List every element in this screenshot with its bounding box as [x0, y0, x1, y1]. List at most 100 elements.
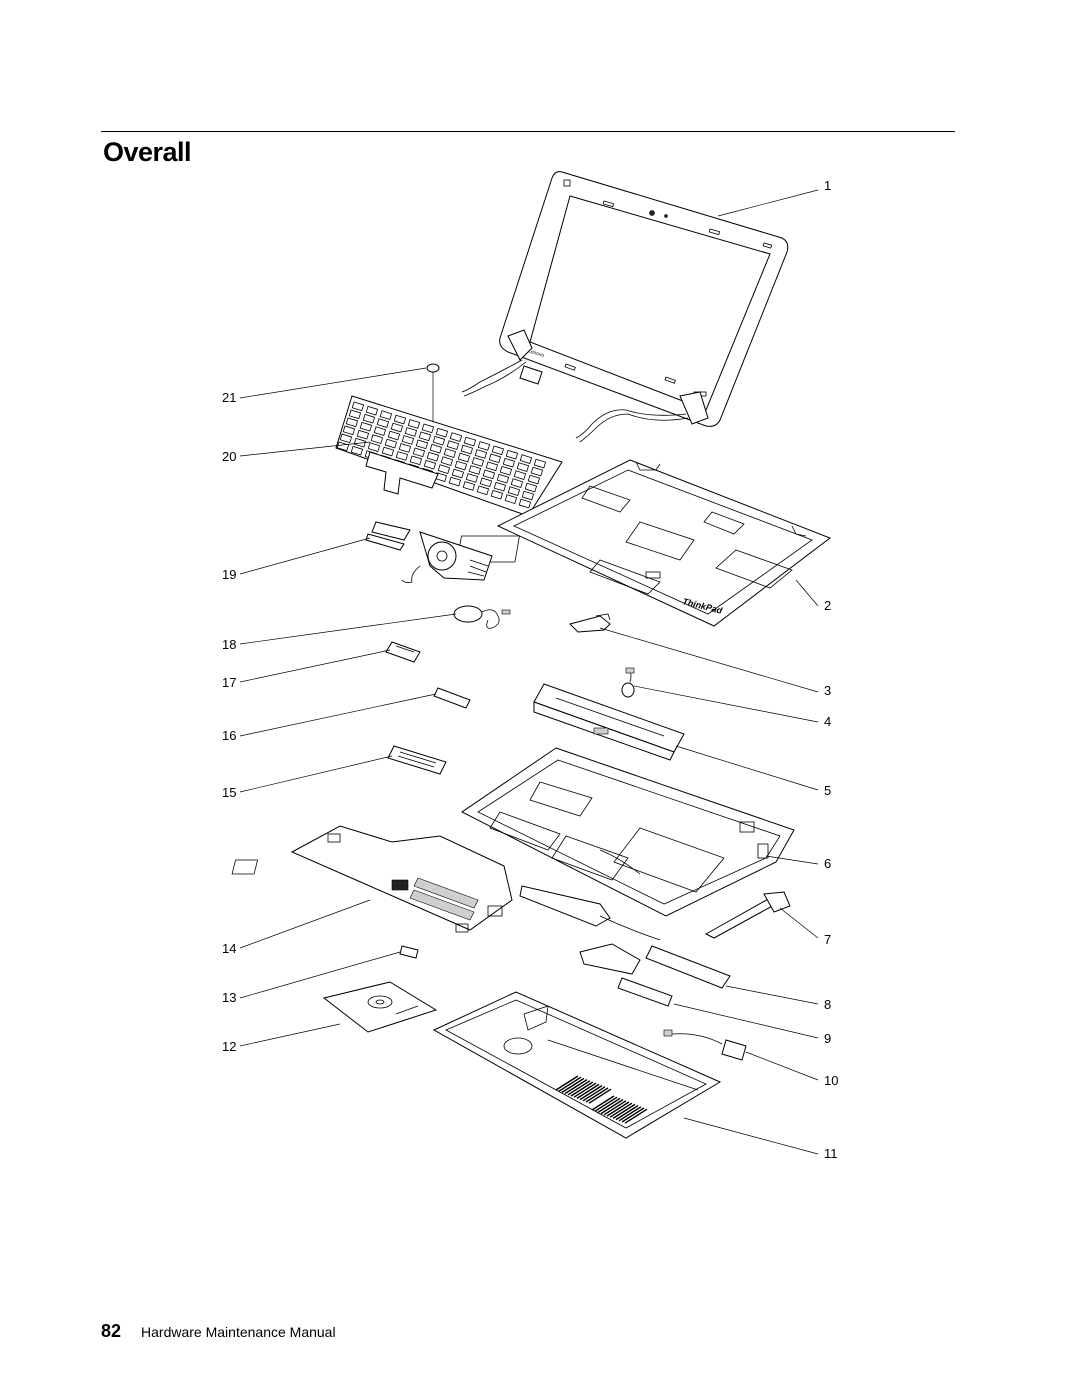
keyboard-key: [381, 446, 395, 457]
keyboard-key: [370, 434, 384, 444]
usb-audio-board: [579, 943, 673, 1007]
callout-10: 10: [824, 1073, 838, 1088]
keyboard-key: [505, 449, 519, 460]
callout-12: 12: [222, 1039, 236, 1054]
keyboard-key: [336, 441, 350, 452]
callout-19: 19: [222, 567, 236, 582]
keyboard-key: [393, 414, 407, 425]
keyboard-key: [519, 454, 533, 464]
keyboard-key: [527, 474, 541, 485]
keyboard-key: [342, 425, 356, 436]
page-title: Overall: [103, 137, 192, 167]
vent-slot: [591, 1095, 615, 1111]
keyboard-key: [491, 445, 505, 456]
lcd-assembly: Lenovo: [461, 171, 789, 443]
keyboard-key: [379, 410, 393, 420]
keyboard-key: [373, 426, 387, 436]
keyboard-key: [513, 470, 527, 480]
svg-text:Lenovo: Lenovo: [527, 348, 545, 359]
vent-slot: [624, 1108, 648, 1124]
keyboard-key: [356, 429, 370, 440]
keyboard-key: [407, 419, 421, 429]
door-vent-left: [555, 1075, 612, 1104]
callout-6: 6: [824, 856, 831, 871]
keyboard-key: [429, 443, 443, 454]
vent-slot: [600, 1099, 624, 1115]
vent-slot: [594, 1096, 618, 1112]
vent-slot: [609, 1102, 633, 1118]
keyboard-key: [451, 468, 465, 479]
keyboard-key: [418, 431, 432, 442]
io-board-cable: [704, 891, 791, 939]
keyboard-key: [530, 466, 544, 477]
backup-battery: [453, 605, 511, 629]
vent-slot: [588, 1088, 612, 1104]
keyboard-key: [339, 433, 353, 444]
keyboard-key: [350, 445, 364, 456]
keyboard-bezel: ThinkPad: [456, 459, 832, 627]
keyboard-key: [477, 441, 491, 451]
callout-3: 3: [824, 683, 831, 698]
keyboard-key: [504, 494, 518, 504]
keyboard-key: [437, 464, 451, 474]
keyboard-key: [485, 461, 499, 472]
keyboard-key: [533, 458, 547, 469]
keyboard-key: [518, 498, 532, 509]
keyboard-key: [454, 460, 468, 471]
header-rule: [101, 131, 955, 132]
keyboard-key: [409, 455, 423, 466]
keyboard-key: [345, 417, 359, 428]
vent-slot: [573, 1082, 597, 1098]
vent-slot: [579, 1085, 603, 1101]
vent-slot: [582, 1086, 606, 1102]
keyboard-key: [521, 490, 535, 501]
memory-module: [387, 745, 447, 775]
keyboard-key: [376, 418, 390, 428]
keyboard-key: [490, 489, 504, 500]
page-number: 82: [101, 1321, 122, 1341]
vent-slot: [606, 1101, 630, 1117]
callout-11: 11: [824, 1146, 838, 1161]
callout-7: 7: [824, 932, 831, 947]
keyboard-key: [426, 451, 440, 462]
keyboard-key: [499, 465, 513, 476]
msata-card: [433, 687, 471, 709]
keyboard-key: [398, 443, 412, 453]
callout-5: 5: [824, 783, 831, 798]
keyboard-key: [348, 409, 362, 420]
battery-pack: [533, 683, 685, 761]
keyboard-key: [390, 422, 404, 433]
keyboard: [335, 395, 563, 517]
vent-slot: [555, 1075, 579, 1091]
wlan-card: [385, 641, 421, 663]
keyboard-key: [412, 447, 426, 458]
dc-in-connector: [663, 1029, 747, 1061]
base-cover: [461, 747, 795, 917]
vent-slot: [576, 1083, 600, 1099]
vent-slot: [615, 1105, 639, 1121]
keyboard-key: [465, 473, 479, 483]
keyboard-key: [359, 421, 373, 432]
keyboard-key: [353, 437, 367, 448]
keyboard-key: [404, 427, 418, 437]
vent-slot: [558, 1076, 582, 1092]
keyboard-key: [476, 485, 490, 496]
keyboard-key: [516, 462, 530, 472]
keyboard-key: [457, 452, 471, 463]
door-vent-right: [591, 1095, 648, 1124]
keyboard-key: [415, 439, 429, 450]
fan-heatsink: [365, 521, 493, 584]
keyboard-key: [471, 457, 485, 467]
callout-4: 4: [824, 714, 831, 729]
vent-slot: [585, 1087, 609, 1103]
small-bracket: [399, 945, 419, 959]
keyboard-key: [448, 476, 462, 487]
keyboard-key: [365, 405, 379, 416]
callout-labels: 1 2 3 4 5 6 7 8 9 10 11 12 13 14 15 16 1…: [222, 178, 838, 1161]
vent-slot: [567, 1080, 591, 1096]
callout-15: 15: [222, 785, 236, 800]
keyboard-key: [493, 481, 507, 492]
vent-slot: [561, 1077, 585, 1093]
vent-slot: [570, 1081, 594, 1097]
